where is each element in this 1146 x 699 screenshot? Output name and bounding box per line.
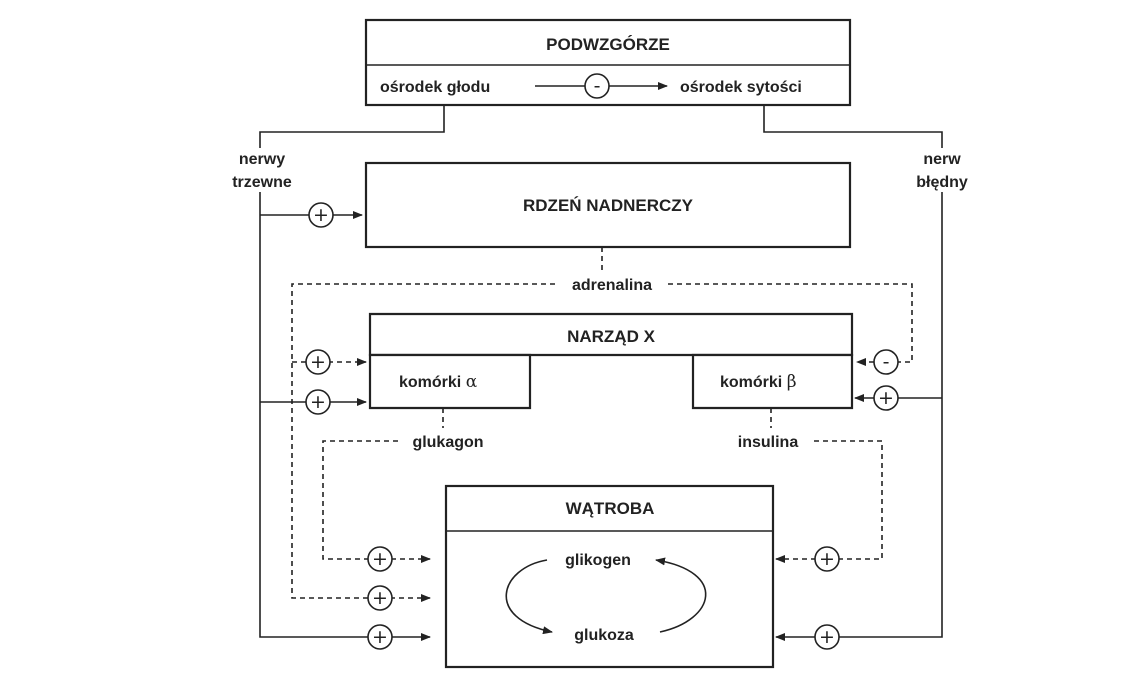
svg-text:+: + (310, 351, 326, 373)
satiety-center-label: ośrodek sytości (680, 79, 802, 96)
adrenal-title: RDZEŃ NADNERCZY (523, 196, 694, 215)
svg-text:+: + (372, 548, 388, 570)
liver-title: WĄTROBA (566, 499, 655, 518)
alpha-symbol: α (466, 372, 478, 392)
glycogen-label: glikogen (565, 552, 631, 569)
svg-text:+: + (372, 587, 388, 609)
plus-sign-beta-vagus: + (873, 385, 899, 411)
glucagon-label: glukagon (412, 434, 483, 451)
plus-sign-alpha-adrenaline: + (305, 349, 331, 375)
adrenaline-label: adrenalina (572, 277, 652, 294)
liver-box: WĄTROBA glikogen glukoza (444, 484, 775, 669)
insulin-label: insulina (738, 434, 799, 451)
nerve-left-label-2: trzewne (232, 174, 292, 191)
nerve-right-label-2: błędny (916, 174, 968, 191)
glycogenolysis-arrow (505, 559, 553, 635)
nerve-left-label-1: nerwy (239, 151, 285, 168)
plus-sign-liver-insulin: + (814, 546, 840, 572)
glucose-label: glukoza (574, 627, 634, 644)
svg-text:+: + (878, 387, 894, 409)
hypothalamus-title: PODWZGÓRZE (546, 35, 670, 54)
hypothalamus-box: PODWZGÓRZE ośrodek głodu ośrodek sytości… (364, 18, 852, 107)
hunger-center-label: ośrodek głodu (380, 79, 490, 96)
nerve-right-label-1: nerw (923, 151, 961, 168)
svg-text:+: + (819, 626, 835, 648)
plus-sign-adrenal: + (308, 202, 334, 228)
adrenal-medulla-box: RDZEŃ NADNERCZY (364, 161, 852, 249)
glycogenesis-arrow (655, 557, 707, 633)
svg-text:+: + (310, 391, 326, 413)
plus-sign-liver-adrenaline: + (367, 585, 393, 611)
svg-text:+: + (313, 204, 329, 226)
svg-text:+: + (819, 548, 835, 570)
minus-sign-hypothalamus (584, 73, 610, 99)
minus-sign-beta-adrenaline: - (873, 349, 899, 375)
organ-x-title: NARZĄD X (567, 327, 655, 346)
plus-sign-liver-nerve: + (367, 624, 393, 650)
organ-x-box: NARZĄD X komórki α komórki β (368, 312, 854, 410)
svg-text:-: - (883, 351, 890, 373)
alpha-cells-label: komórki α (399, 372, 478, 392)
plus-sign-liver-vagus: + (814, 624, 840, 650)
plus-sign-alpha-nerve: + (305, 389, 331, 415)
svg-text:+: + (372, 626, 388, 648)
beta-symbol: β (787, 372, 797, 392)
beta-cells-label: komórki β (720, 372, 797, 392)
plus-sign-liver-glucagon: + (367, 546, 393, 572)
svg-text:-: - (594, 75, 601, 97)
